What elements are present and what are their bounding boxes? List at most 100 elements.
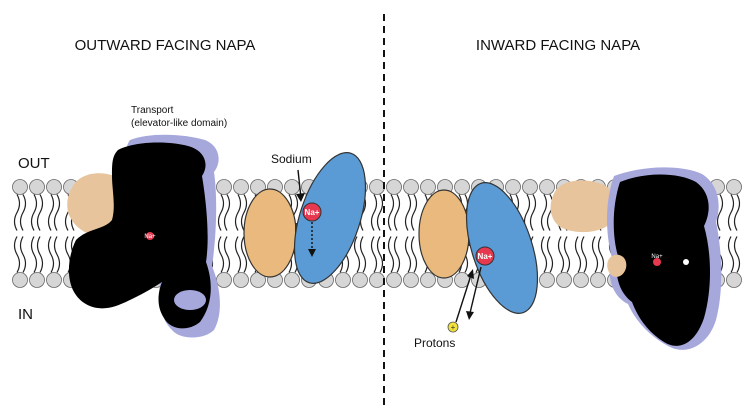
lipid-tail (30, 236, 38, 273)
lipid-head (403, 179, 419, 195)
lipid-head (216, 179, 232, 195)
right-protein-ion-label: Na+ (651, 254, 663, 260)
lipid-tail (370, 236, 378, 273)
lipid-tail (223, 236, 231, 273)
lipid-head (573, 272, 589, 288)
lipid-head (46, 272, 62, 288)
right-protein-black-body (613, 174, 710, 346)
right-protein-structure: Na+ (550, 167, 722, 350)
lipid-tail (393, 194, 401, 231)
lipid-head (233, 272, 249, 288)
left-schematic-ion-label: Na+ (305, 208, 320, 217)
lipid-tail (370, 194, 378, 231)
lipid-head (556, 272, 572, 288)
lipid-tail (574, 236, 582, 273)
lipid-head (522, 179, 538, 195)
right-protein-tan-region (550, 180, 617, 233)
lipid-head (46, 179, 62, 195)
right-schematic: Na+ + (418, 182, 539, 333)
lipid-tail (217, 194, 225, 231)
left-protein-sodium-ion (146, 232, 154, 240)
left-protein-black-body (68, 142, 211, 329)
transport-label-line2: (elevator-like domain) (131, 118, 227, 129)
right-transport-ellipse (465, 182, 539, 314)
out-label: OUT (18, 155, 50, 172)
lipid-tail (223, 194, 231, 231)
in-label: IN (18, 306, 33, 323)
lipid-head (505, 179, 521, 195)
lipid-head (539, 272, 555, 288)
lipid-head (284, 179, 300, 195)
lipid-head (29, 272, 45, 288)
lipid-tail (47, 194, 55, 231)
lipid-tail (410, 194, 418, 231)
lipid-head (726, 272, 742, 288)
lipid-tail (19, 194, 27, 231)
lipid-tail (234, 236, 242, 273)
lipid-head (726, 179, 742, 195)
proton-arrow-in-head (467, 269, 474, 279)
lipid-tail (30, 194, 38, 231)
lipid-tail (36, 194, 44, 231)
lipid-head (386, 179, 402, 195)
lipid-head (403, 272, 419, 288)
lipid-tail (733, 194, 741, 231)
left-protein-tan-highlight (78, 196, 111, 223)
lipid-tail (563, 236, 571, 273)
lipid-tail (13, 194, 21, 231)
left-panel-title: OUTWARD FACING NAPA (75, 37, 256, 54)
left-protein-structure: Na+ (67, 134, 220, 338)
lipid-head (29, 179, 45, 195)
lipid-tail (53, 236, 61, 273)
lipid-tail (727, 194, 735, 231)
lipid-tail (393, 236, 401, 273)
lipid-tail (376, 236, 384, 273)
lipid-tail (727, 236, 735, 273)
lipid-head (335, 272, 351, 288)
lipid-head (233, 179, 249, 195)
sodium-arrow-out-head (466, 311, 474, 320)
protons-label: Protons (414, 336, 455, 350)
lipid-tail (387, 194, 395, 231)
lipid-tail (404, 194, 412, 231)
lipid-head (12, 272, 28, 288)
lipid-tail (53, 194, 61, 231)
lipid-tail (557, 236, 565, 273)
sodium-arrow-out (469, 266, 482, 314)
lipid-tail (733, 236, 741, 273)
lipid-tail (580, 236, 588, 273)
lipid-head (454, 179, 470, 195)
lipid-head (539, 179, 555, 195)
lipid-tail (240, 236, 248, 273)
lipid-head (12, 179, 28, 195)
lipid-head (420, 272, 436, 288)
proton-symbol: + (451, 323, 456, 332)
right-scaffold-ellipse (418, 189, 470, 279)
lipid-head (369, 272, 385, 288)
lipid-tail (19, 236, 27, 273)
lipid-tail (47, 236, 55, 273)
lipid-tail (540, 236, 548, 273)
lipid-tail (404, 236, 412, 273)
lipid-tail (410, 236, 418, 273)
lipid-tail (716, 194, 724, 231)
lipid-head (369, 179, 385, 195)
lipid-tail (540, 194, 548, 231)
proton-ion (447, 321, 459, 333)
lipid-tail (240, 194, 248, 231)
lipid-head (284, 272, 300, 288)
proton-arrow-in (455, 274, 472, 323)
right-protein-tan-lower (607, 254, 627, 277)
lipid-tail (36, 236, 44, 273)
lipid-tail (13, 236, 21, 273)
right-protein-sodium-ion (653, 258, 661, 266)
lipid-head (352, 272, 368, 288)
lipid-tail (546, 236, 554, 273)
left-protein-ion-label: Na+ (144, 234, 156, 240)
sodium-arrow (297, 169, 302, 199)
right-schematic-ion-label: Na+ (478, 252, 493, 261)
sodium-label: Sodium (271, 152, 312, 166)
lipid-head (420, 179, 436, 195)
lipid-head (386, 272, 402, 288)
